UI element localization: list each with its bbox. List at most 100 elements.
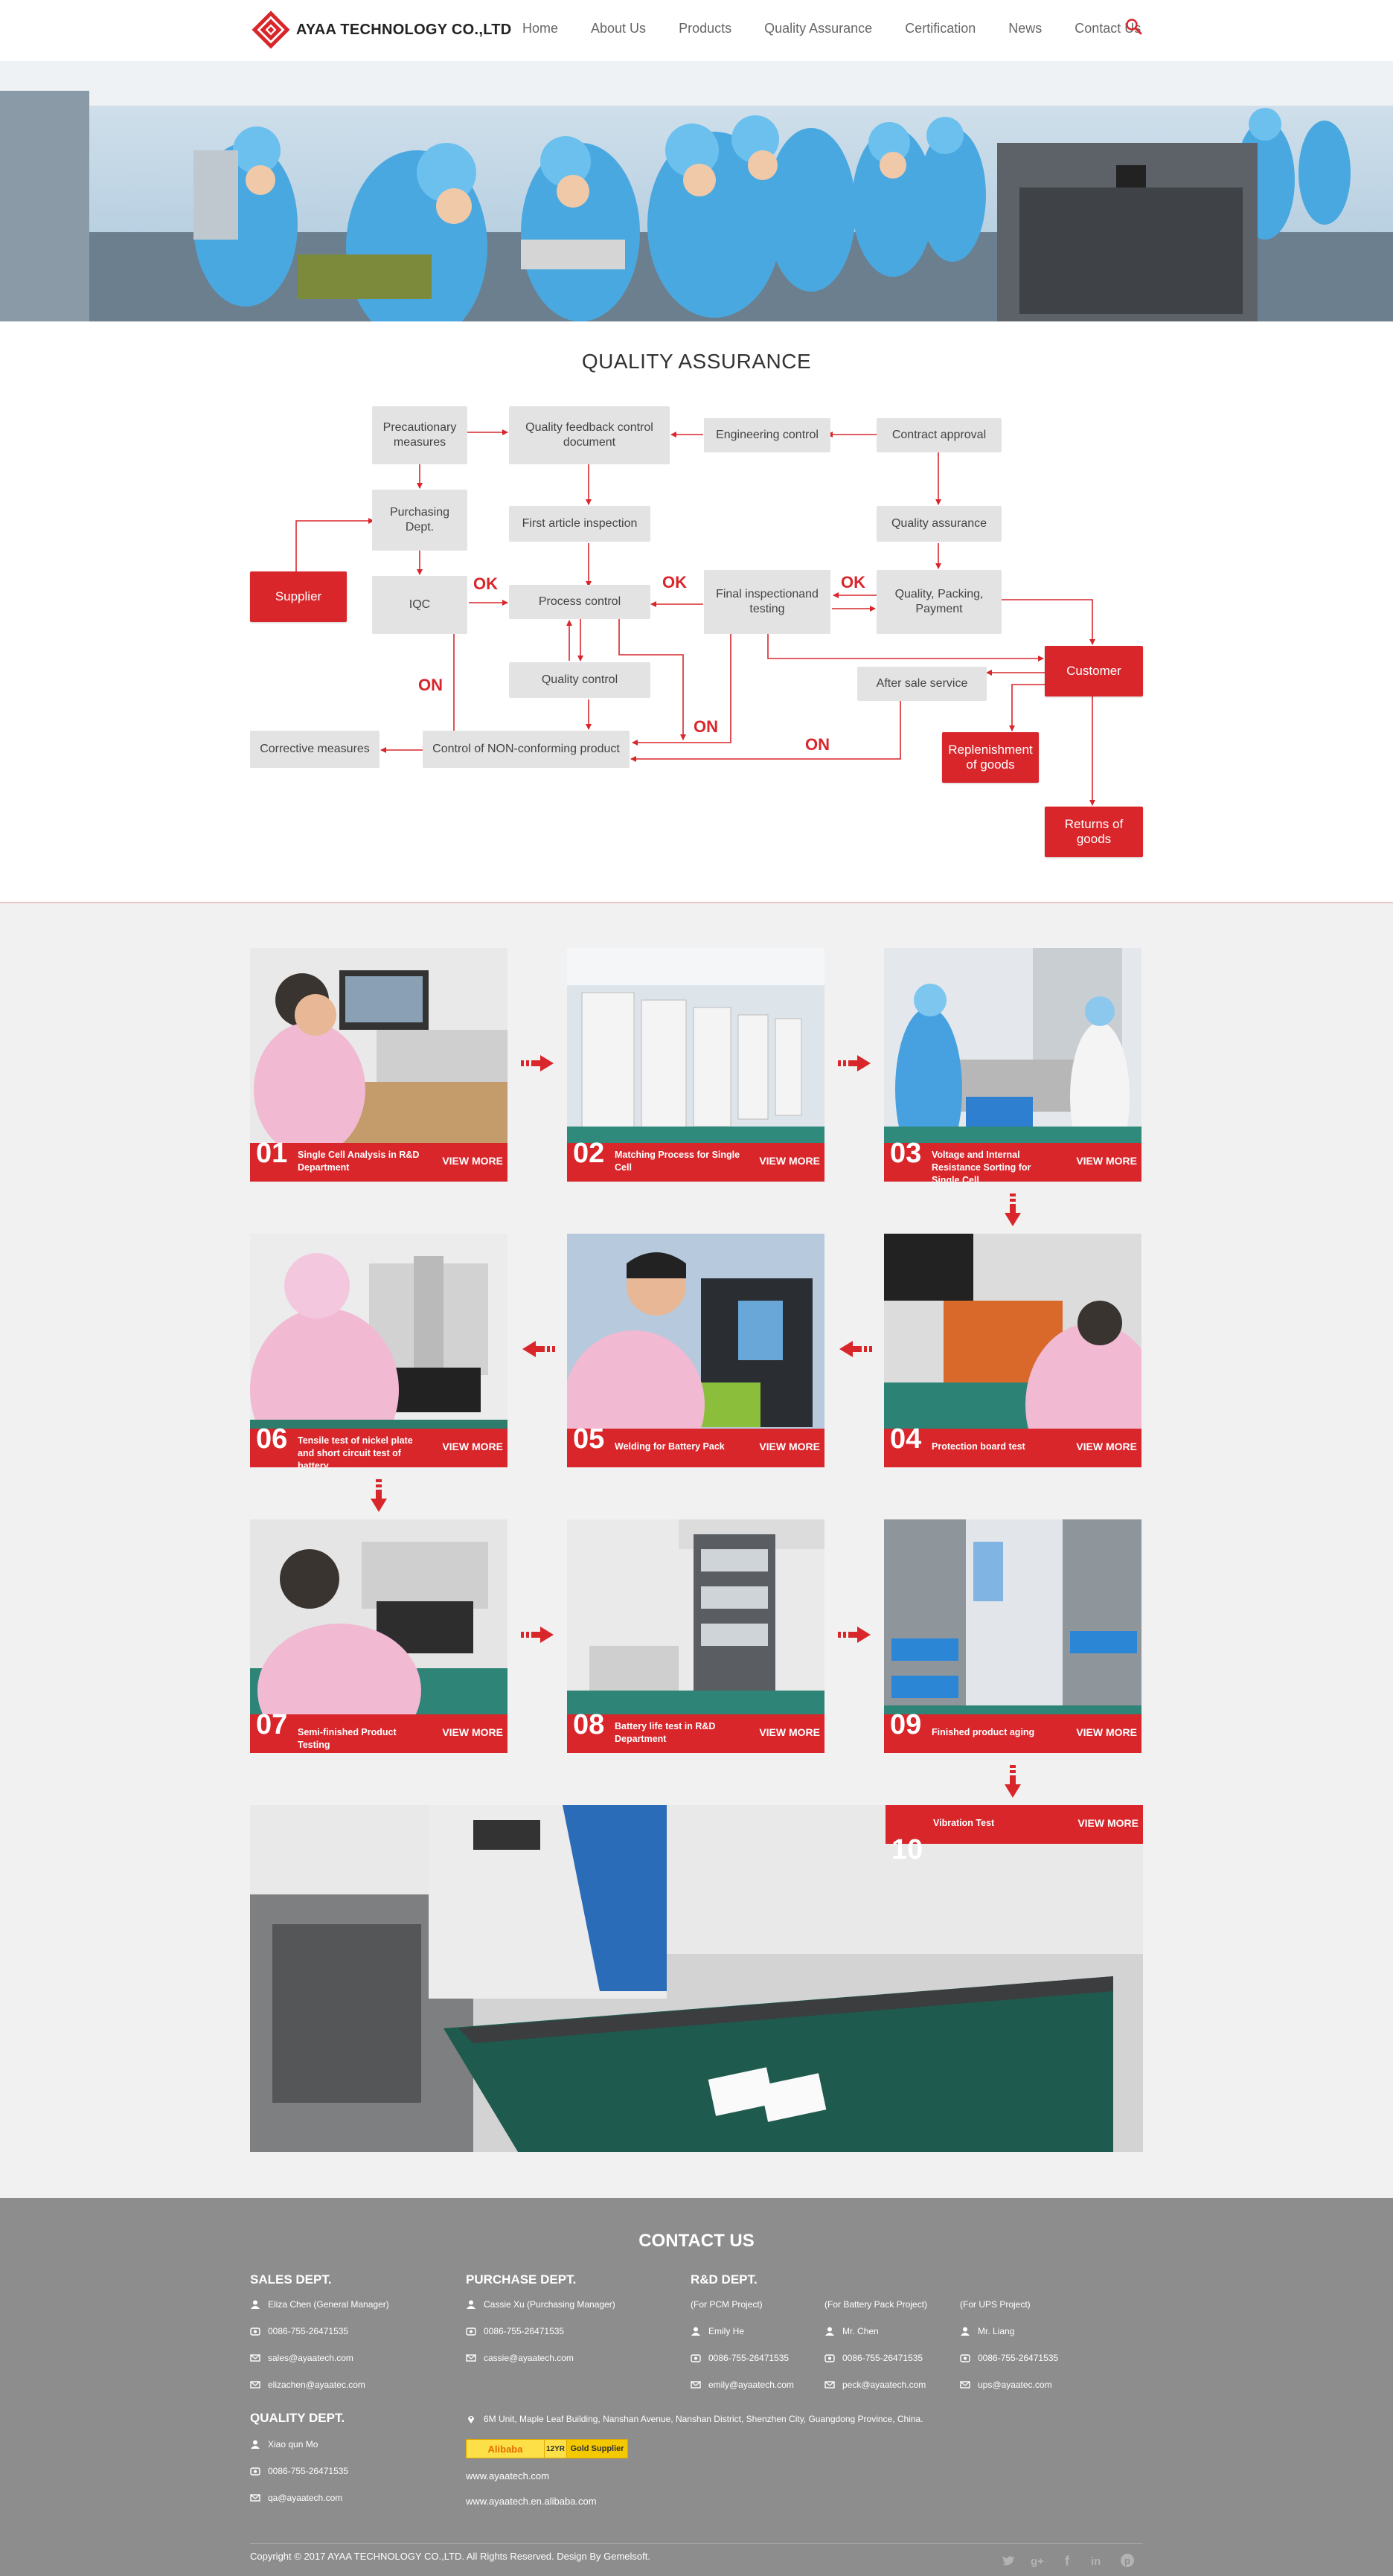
phone-icon: [250, 2467, 260, 2476]
footer-divider: [250, 2543, 1143, 2544]
process-card-10[interactable]: [250, 1805, 1143, 2152]
flow-label-ok: OK: [841, 573, 865, 592]
nav-quality-assurance[interactable]: Quality Assurance: [764, 20, 873, 36]
nav-certification[interactable]: Certification: [905, 20, 976, 36]
flow-customer: Customer: [1045, 646, 1143, 696]
mail-icon: [250, 2494, 260, 2502]
section-divider: [0, 902, 1393, 903]
svg-text:in: in: [1091, 2555, 1101, 2568]
process-card-02[interactable]: 02 Matching Process for Single Cell VIEW…: [567, 948, 824, 1182]
rd-email: emily@ayaatech.com: [691, 2380, 794, 2390]
site-footer: CONTACT US SALES DEPT. Eliza Chen (Gener…: [0, 2198, 1393, 2576]
twitter-icon[interactable]: [1000, 2552, 1016, 2569]
flow-label-on: ON: [805, 735, 830, 754]
nav-products[interactable]: Products: [679, 20, 732, 36]
view-more-link[interactable]: VIEW MORE: [759, 1441, 820, 1452]
flow-nonconforming-product: Control of NON-conforming product: [423, 731, 630, 768]
rd-phone: 0086-755-26471535: [960, 2353, 1058, 2363]
process-card-03[interactable]: 03 Voltage and Internal Resistance Sorti…: [884, 948, 1141, 1182]
flow-after-sale-service: After sale service: [857, 667, 987, 701]
flow-quality-packing-payment: Quality, Packing, Payment: [877, 570, 1002, 634]
arrow-right-icon: [838, 1627, 871, 1643]
rd-project-battery-pack: (For Battery Pack Project): [824, 2299, 928, 2310]
view-more-link[interactable]: VIEW MORE: [759, 1726, 820, 1738]
nav-news[interactable]: News: [1008, 20, 1043, 36]
view-more-link[interactable]: VIEW MORE: [442, 1441, 503, 1452]
view-more-link[interactable]: VIEW MORE: [442, 1726, 503, 1738]
alibaba-logo-icon: Alibaba: [466, 2439, 545, 2458]
factory-banner-image: [0, 61, 1393, 321]
flow-label-ok: OK: [662, 573, 687, 592]
process-card-06[interactable]: 06 Tensile test of nickel plate and shor…: [250, 1234, 507, 1467]
rd-contact-name: Mr. Chen: [824, 2326, 879, 2336]
arrow-down-icon: [371, 1479, 387, 1512]
flow-label-ok: OK: [473, 574, 498, 593]
person-icon: [251, 2440, 260, 2449]
process-card-05[interactable]: 05 Welding for Battery Pack VIEW MORE: [567, 1234, 824, 1467]
mail-icon: [691, 2381, 701, 2388]
phone-icon: [960, 2354, 970, 2362]
google-plus-icon[interactable]: g+: [1030, 2552, 1046, 2569]
rd-dept-heading: R&D DEPT.: [691, 2272, 758, 2287]
process-card-04[interactable]: 04 Protection board test VIEW MORE: [884, 1234, 1141, 1467]
pinterest-icon[interactable]: p: [1119, 2552, 1136, 2569]
rd-email: peck@ayaatech.com: [824, 2380, 926, 2390]
alibaba-store-link[interactable]: www.ayaatech.en.alibaba.com: [466, 2496, 597, 2507]
process-caption: Matching Process for Single Cell: [615, 1150, 740, 1173]
flow-precautionary-measures: Precautionary measures: [372, 406, 467, 464]
flow-engineering-control: Engineering control: [704, 418, 830, 452]
person-icon: [467, 2300, 475, 2309]
flow-purchasing-dept: Purchasing Dept.: [372, 490, 467, 551]
process-caption: Protection board test: [932, 1441, 1025, 1452]
alibaba-gold-supplier-badge[interactable]: Alibaba 12YR Gold Supplier: [466, 2439, 628, 2458]
quality-phone: 0086-755-26471535: [250, 2466, 348, 2476]
view-more-link[interactable]: VIEW MORE: [1076, 1155, 1137, 1167]
view-more-link[interactable]: VIEW MORE: [442, 1155, 503, 1167]
view-more-link[interactable]: VIEW MORE: [759, 1155, 820, 1167]
search-icon[interactable]: [1125, 18, 1143, 36]
quality-contact-name: Xiao qun Mo: [250, 2439, 318, 2450]
quality-email: qa@ayaatech.com: [250, 2493, 342, 2503]
main-nav: Home About Us Products Quality Assurance…: [522, 0, 1173, 57]
website-link[interactable]: www.ayaatech.com: [466, 2470, 549, 2482]
nav-contact-us[interactable]: Contact Us: [1075, 20, 1141, 36]
arrow-right-icon: [521, 1055, 554, 1071]
arrow-down-icon: [1005, 1194, 1021, 1226]
person-icon: [961, 2327, 970, 2336]
sales-email: sales@ayaatech.com: [250, 2353, 353, 2363]
flow-supplier: Supplier: [250, 571, 347, 622]
sales-email-2: elizachen@ayaatec.com: [250, 2380, 365, 2390]
rd-email: ups@ayaatec.com: [960, 2380, 1052, 2390]
flow-corrective-measures: Corrective measures: [250, 731, 380, 768]
flow-returns-of-goods: Returns of goods: [1045, 807, 1143, 857]
arrow-down-icon: [1005, 1765, 1021, 1798]
view-more-link[interactable]: VIEW MORE: [1076, 1441, 1137, 1452]
company-address: 6M Unit, Maple Leaf Building, Nanshan Av…: [466, 2414, 923, 2424]
purchase-phone: 0086-755-26471535: [466, 2326, 564, 2336]
vibration-test-photo: [250, 1805, 1143, 2152]
process-caption: Battery life test in R&D Department: [615, 1721, 716, 1744]
facebook-icon[interactable]: f: [1060, 2552, 1076, 2569]
linkedin-icon[interactable]: in: [1089, 2552, 1106, 2569]
process-card-08[interactable]: 08 Battery life test in R&D Department V…: [567, 1519, 824, 1753]
nav-home[interactable]: Home: [522, 20, 559, 36]
flow-quality-control: Quality control: [509, 662, 650, 698]
flow-label-on: ON: [694, 717, 718, 736]
contact-us-title: CONTACT US: [638, 2231, 755, 2251]
process-card-01[interactable]: 01 Single Cell Analysis in R&D Departmen…: [250, 948, 507, 1182]
flow-label-on: ON: [418, 676, 443, 694]
brand-name: AYAA TECHNOLOGY CO.,LTD: [296, 21, 512, 38]
view-more-link[interactable]: VIEW MORE: [1077, 1817, 1139, 1829]
process-card-09[interactable]: 09 Finished product aging VIEW MORE: [884, 1519, 1141, 1753]
purchase-email: cassie@ayaatech.com: [466, 2353, 574, 2363]
phone-icon: [466, 2327, 476, 2336]
view-more-link[interactable]: VIEW MORE: [1076, 1726, 1137, 1738]
process-card-07[interactable]: 07 Semi-finished Product Testing VIEW MO…: [250, 1519, 507, 1753]
logo[interactable]: AYAA TECHNOLOGY CO.,LTD: [250, 9, 512, 51]
nav-about-us[interactable]: About Us: [591, 20, 647, 36]
flow-contract-approval: Contract approval: [877, 418, 1002, 452]
rd-contact-name: Emily He: [691, 2326, 744, 2336]
phone-icon: [250, 2327, 260, 2336]
process-photo: [250, 1234, 507, 1467]
flow-quality-feedback: Quality feedback control document: [509, 406, 670, 464]
